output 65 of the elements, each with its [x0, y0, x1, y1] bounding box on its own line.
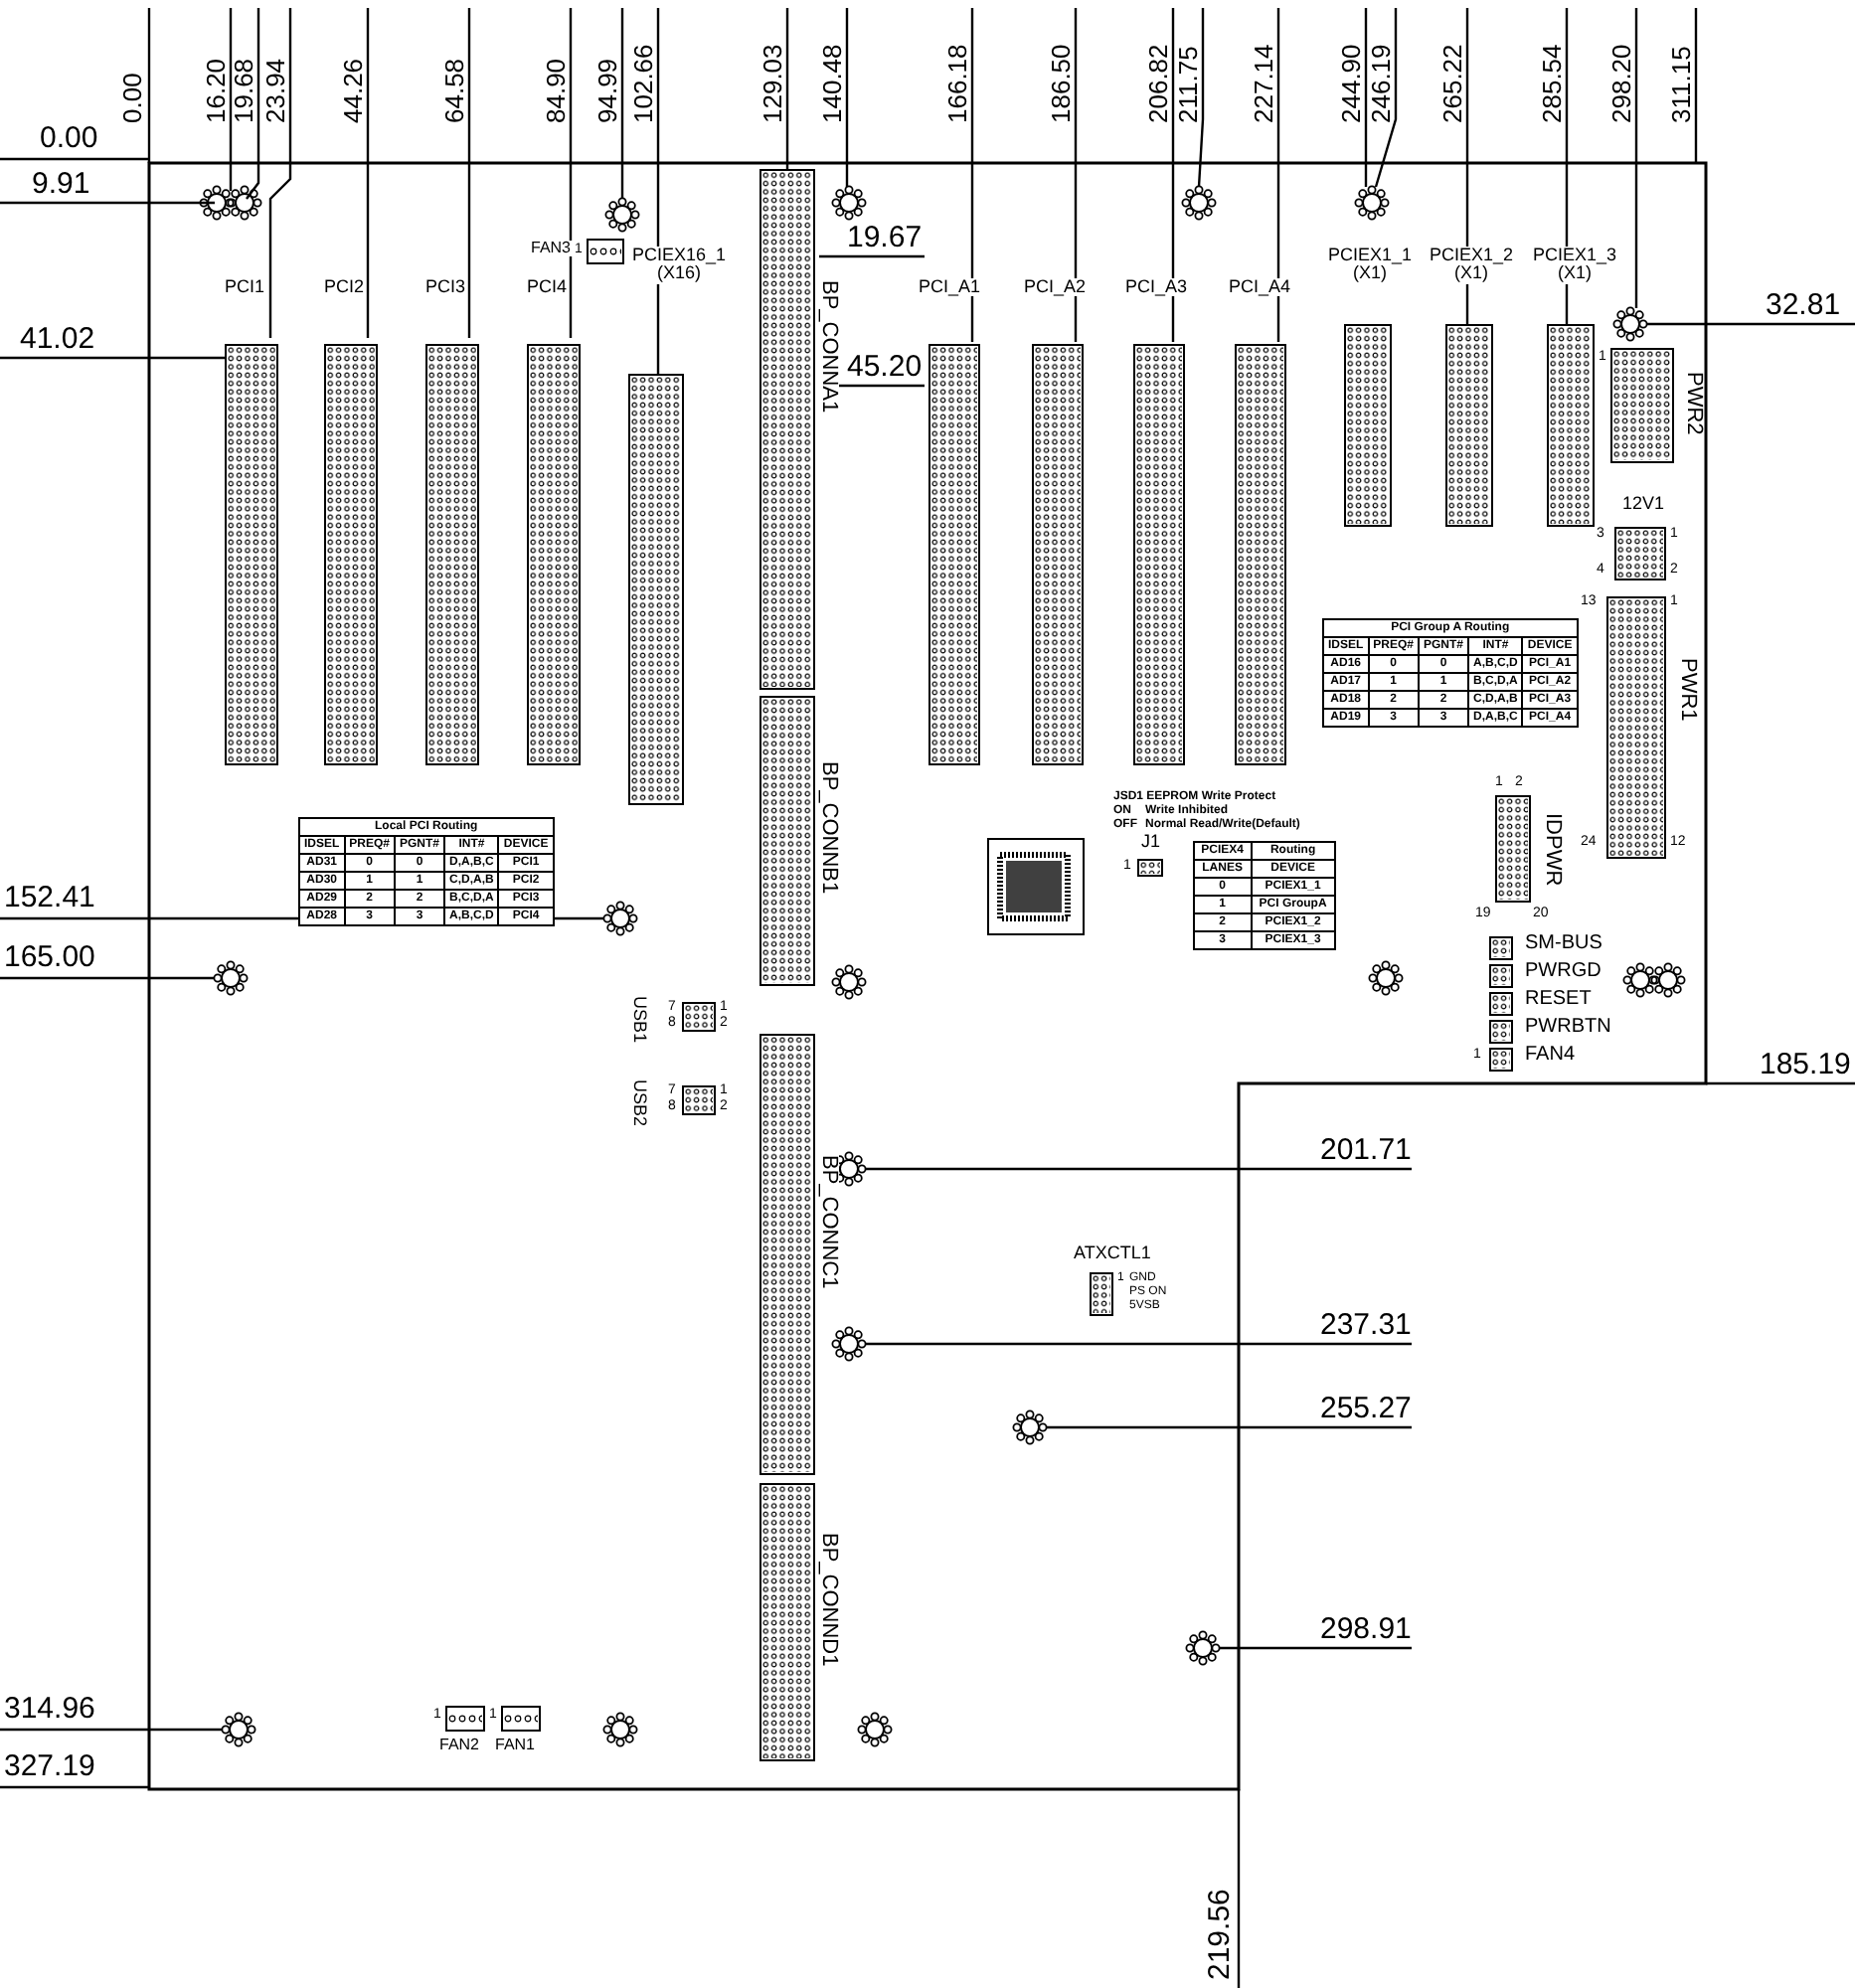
dimension-value: 314.96 — [4, 1694, 95, 1724]
dimension-value: 298.91 — [1320, 1614, 1412, 1644]
dimension-value: 45.20 — [847, 352, 923, 382]
dimension-value: 201.71 — [1320, 1135, 1412, 1165]
connector-label: J1 — [1139, 833, 1163, 852]
connector-label: BP_CONNB1 — [815, 759, 839, 897]
dimension-value: 64.58 — [441, 58, 467, 123]
connector-label: USB2 — [629, 1077, 648, 1129]
dimension-value: 285.54 — [1539, 44, 1565, 123]
dimension-value: 206.82 — [1145, 44, 1171, 123]
connector-label: SM-BUS — [1523, 934, 1604, 955]
dimension-value: 298.20 — [1608, 44, 1634, 123]
dimension-value: 44.26 — [340, 58, 366, 123]
dimension-value: 165.00 — [4, 942, 95, 972]
dimension-value: 140.48 — [819, 44, 845, 123]
dimension-value: 129.03 — [759, 44, 785, 123]
dimension-value: 244.90 — [1338, 44, 1364, 123]
dimension-value: 84.90 — [543, 58, 569, 123]
dimension-value: 311.15 — [1668, 46, 1694, 123]
dimension-value: 255.27 — [1320, 1394, 1412, 1423]
connector-label: PCI_A3 — [1123, 278, 1190, 297]
connector-label: BP_CONNA1 — [815, 278, 839, 415]
dimension-value: 9.91 — [32, 169, 90, 199]
dimension-value: 16.20 — [203, 58, 229, 123]
connector-label: RESET — [1523, 990, 1594, 1011]
dimension-value: 41.02 — [20, 324, 95, 354]
dimension-value: 19.67 — [847, 223, 923, 252]
dimension-value: 186.50 — [1048, 44, 1074, 123]
dimension-value: 19.68 — [231, 58, 256, 123]
connector-label: PCI4 — [525, 278, 570, 297]
dimension-value: 152.41 — [4, 883, 95, 912]
connector-label: PCI3 — [423, 278, 468, 297]
dimension-value: 0.00 — [119, 73, 145, 123]
connector-label: PCI_A1 — [917, 278, 983, 297]
dimension-value: 23.94 — [262, 58, 288, 123]
connector-label: PCI_A4 — [1227, 278, 1293, 297]
connector-label: BP_CONND1 — [815, 1531, 839, 1669]
dimension-value: 211.75 — [1175, 46, 1201, 123]
dimension-value: 246.19 — [1368, 44, 1394, 123]
connector-label: ATXCTL1 — [1072, 1244, 1153, 1263]
dimension-value: 94.99 — [594, 58, 620, 123]
connector-label: FAN1 — [493, 1738, 538, 1754]
dimension-value: 32.81 — [1766, 290, 1841, 320]
dimension-value: 166.18 — [944, 44, 970, 123]
dimension-value: 102.66 — [630, 44, 656, 123]
dimension-value: 327.19 — [4, 1751, 95, 1781]
connector-label: PCI_A2 — [1022, 278, 1089, 297]
connector-label: PCIEX16_1 (X16) — [630, 247, 729, 284]
connector-label: PCIEX1_2 (X1) — [1428, 247, 1516, 284]
connector-label: PWRGD — [1523, 962, 1603, 983]
dimension-value: 237.31 — [1320, 1310, 1412, 1340]
connector-label: USB1 — [629, 994, 648, 1046]
dimension-value: 0.00 — [40, 123, 98, 153]
connector-label: 12V1 — [1620, 495, 1667, 514]
dimension-value: 219.56 — [1205, 1889, 1235, 1980]
dimension-value: 185.19 — [1760, 1050, 1851, 1079]
connector-label: PCI1 — [223, 278, 267, 297]
connector-label: FAN2 — [437, 1738, 482, 1754]
dimension-value: 265.22 — [1439, 44, 1465, 123]
connector-label: FAN3 — [529, 241, 574, 257]
connector-label: PCIEX1_3 (X1) — [1531, 247, 1619, 284]
connector-label: PCIEX1_1 (X1) — [1326, 247, 1415, 284]
connector-label: BP_CONNC1 — [815, 1153, 839, 1291]
connector-label: PCI2 — [322, 278, 367, 297]
dimension-value: 227.14 — [1251, 44, 1276, 123]
